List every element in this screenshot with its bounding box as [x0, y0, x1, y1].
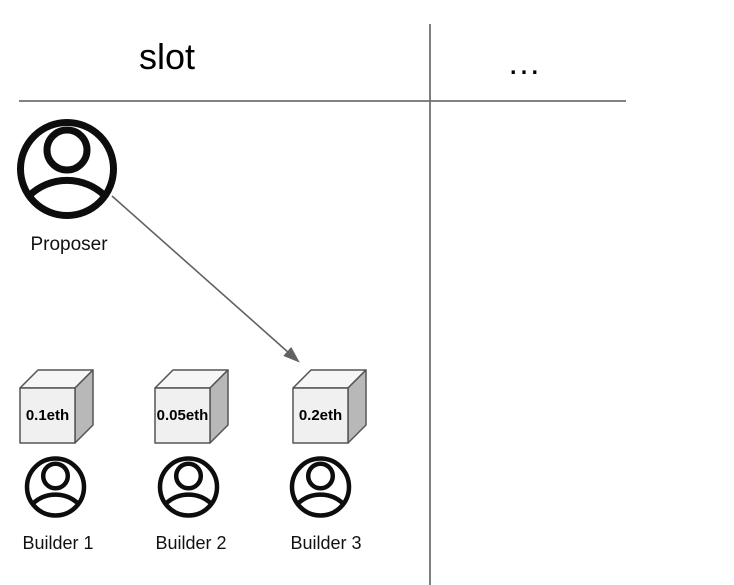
builder-2-label: Builder 2 [155, 533, 227, 553]
proposer-label: Proposer [30, 234, 108, 255]
builder-1-person-icon [24, 456, 87, 518]
builder-2-person-icon [157, 456, 220, 518]
builder-3-person-icon [289, 456, 352, 518]
next-slot-ellipsis: … [507, 44, 541, 82]
bid-amount-1: 0.1eth [25, 407, 70, 424]
bid-cube-3 [292, 369, 367, 444]
bid-cube-1 [19, 369, 94, 444]
proposer-person-icon [17, 119, 117, 219]
bid-cube-2 [154, 369, 229, 444]
bid-amount-2: 0.05eth [156, 407, 209, 424]
bid-amount-3: 0.2eth [298, 407, 343, 424]
builder-1-label: Builder 1 [22, 533, 94, 553]
slot-column-title: slot [139, 36, 196, 77]
builder-3-label: Builder 3 [290, 533, 362, 553]
bid-selection-arrow [111, 195, 300, 363]
